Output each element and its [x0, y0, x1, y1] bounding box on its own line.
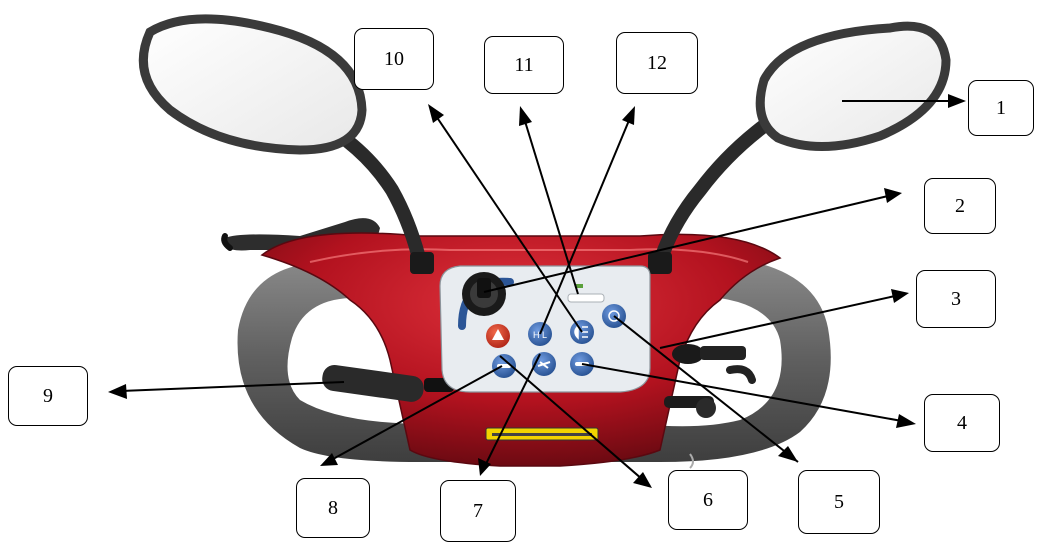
callout-2: 2 — [924, 178, 996, 234]
callout-7: 7 — [440, 480, 516, 542]
arrow-6 — [499, 355, 651, 487]
callout-label-6: 6 — [703, 488, 713, 511]
callout-label-8: 8 — [328, 496, 338, 519]
callout-label-1: 1 — [996, 96, 1006, 119]
arrow-12 — [539, 117, 631, 335]
headlight-icon — [574, 324, 588, 340]
callout-label-4: 4 — [957, 411, 967, 434]
right-mirror-stem — [648, 113, 779, 274]
callout-label-11: 11 — [514, 53, 534, 76]
callout-5: 5 — [798, 470, 880, 534]
arrow-2 — [483, 195, 889, 293]
callout-10: 10 — [354, 28, 434, 90]
callout-4: 4 — [924, 394, 1000, 452]
callout-label-7: 7 — [473, 499, 483, 522]
callout-label-10: 10 — [384, 47, 404, 70]
warning-label — [485, 427, 599, 441]
callout-12: 12 — [616, 32, 698, 94]
hazard-button[interactable] — [486, 324, 510, 348]
arrow-8 — [323, 365, 503, 465]
power-icon — [608, 310, 620, 322]
arrow-5 — [613, 315, 799, 463]
arrow-10 — [433, 112, 583, 333]
callout-label-3: 3 — [951, 287, 961, 310]
callout-label-9: 9 — [43, 384, 53, 407]
left-mirror — [138, 14, 367, 155]
horn-icon: H L — [533, 330, 547, 340]
callout-8: 8 — [296, 478, 370, 538]
speed-dial-icon — [462, 272, 506, 316]
right-mirror — [755, 21, 951, 152]
scooter-icon — [537, 361, 551, 369]
callout-6: 6 — [668, 470, 748, 530]
arrow-3 — [659, 295, 896, 349]
callout-label-12: 12 — [647, 51, 667, 74]
warning-triangle-icon — [492, 329, 504, 340]
callout-label-2: 2 — [955, 194, 965, 217]
callout-3: 3 — [916, 270, 996, 328]
callout-9: 9 — [8, 366, 88, 426]
arrow-4 — [581, 363, 903, 422]
callout-11: 11 — [484, 36, 564, 94]
callout-1: 1 — [968, 80, 1034, 136]
callout-label-5: 5 — [834, 490, 844, 513]
key-switch — [664, 344, 756, 418]
leader-arrows — [108, 94, 966, 488]
arrow-7 — [482, 353, 541, 471]
arrow-9 — [121, 381, 345, 392]
left-thumb-lever — [322, 364, 454, 402]
